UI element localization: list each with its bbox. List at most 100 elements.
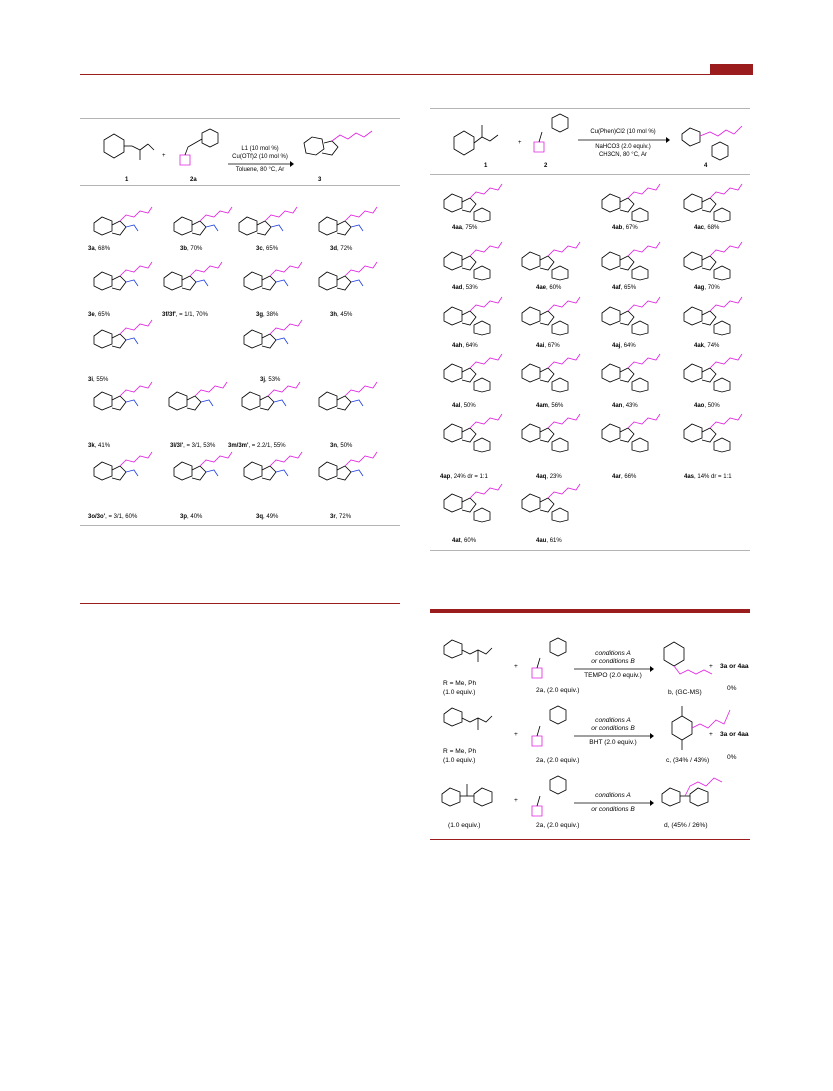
compound-id: 3f/3f' (162, 312, 176, 318)
right-compound-structure (683, 296, 743, 336)
compound-id: 3l/3l' (170, 443, 184, 449)
compound-yield: 41% (98, 443, 111, 449)
right-compound-structure (683, 183, 743, 223)
compound-id: 4aa (452, 225, 463, 231)
compound-id: 3d (330, 246, 338, 252)
left-compound-label: 3p, 40% (180, 514, 203, 520)
compound-id: 3c (256, 246, 263, 252)
right-compound-label: 4at, 60% (452, 538, 477, 544)
control-row3-substrate-equiv: (1.0 equiv.) (448, 822, 481, 829)
compound-id: 3r (330, 514, 336, 520)
compound-id: 3g (256, 312, 264, 318)
compound-id: 4ah (452, 343, 463, 349)
left-scheme-mid-rule (80, 185, 400, 186)
reagent-1-structure (103, 133, 155, 160)
right-compound-structure (443, 241, 503, 281)
compound-id: 4ap (440, 474, 451, 480)
control-row1-product (663, 641, 713, 675)
compound-id: 4ad (452, 285, 463, 291)
right-compound-structure (443, 413, 503, 453)
control-row2-additive: BHT (2.0 equiv.) (589, 739, 637, 746)
control-row1-substrate-equiv: (1.0 equiv.) (443, 689, 476, 696)
compound-id: 4aq (536, 474, 547, 480)
control-row1-plus2: + (709, 663, 713, 670)
compound-yield: 64% (623, 343, 636, 349)
control-row1-yield: 0% (727, 685, 737, 692)
right-compound-structure (521, 296, 581, 336)
header-rule-left (80, 74, 710, 75)
compound-yield: 61% (549, 538, 562, 544)
reagent-1-label: 1 (125, 177, 129, 183)
compound-id: 4ae (536, 285, 547, 291)
control-row2-substrate (443, 707, 493, 730)
left-compound-label: 3m/3m', = 2.2/1, 55% (228, 443, 286, 449)
right-compound-structure (443, 483, 503, 523)
left-compound-structure (318, 206, 378, 236)
compound-id: 3e (88, 312, 95, 318)
left-compound-structure (93, 206, 153, 236)
left-compound-structure (93, 381, 153, 411)
compound-yield: 56% (551, 403, 564, 409)
reagent-2a-label: 2a (190, 177, 197, 183)
right-compound-label: 4an, 43% (612, 403, 638, 409)
compound-id: 4ar (612, 474, 622, 480)
left-compound-label: 3i, 55% (88, 377, 109, 383)
compound-yield: 53% (465, 285, 478, 291)
left-compound-label: 3g, 38% (256, 312, 279, 318)
compound-id: 3o/3o' (88, 514, 106, 520)
right-plus-sign: + (518, 140, 522, 146)
right-compound-label: 4ab, 67% (612, 225, 638, 231)
right-reagent-2-label: 2 (544, 163, 548, 169)
plus-sign: + (162, 153, 166, 159)
control-row1-arrow (574, 666, 654, 672)
compound-yield: 60% (464, 538, 477, 544)
compound-yield: 65% (624, 285, 637, 291)
left-compound-label: 3j, 53% (260, 377, 281, 383)
compound-id: 3h (330, 312, 338, 318)
compound-yield: 67% (547, 343, 560, 349)
compound-yield: = 2.2/1, 55% (251, 443, 286, 449)
right-compound-structure (601, 183, 661, 223)
compound-id: 3a (88, 246, 95, 252)
left-compound-structure (173, 206, 233, 236)
compound-id: 4an (612, 403, 623, 409)
left-compound-label: 3e, 65% (88, 312, 111, 318)
right-compound-structure (683, 353, 743, 393)
right-compound-structure (683, 413, 743, 453)
left-conditions-line3: Toluene, 80 °C, Ar (235, 167, 285, 173)
left-compound-structure (318, 261, 378, 291)
left-compound-structure (93, 451, 153, 481)
compound-yield: 38% (266, 312, 279, 318)
product-4-structure (681, 125, 743, 161)
control-row2-plus: + (514, 731, 518, 738)
compound-yield: 50% (707, 403, 720, 409)
right-compound-label: 4ae, 60% (536, 285, 562, 291)
right-scheme-top-rule (430, 108, 750, 109)
right-compound-label: 4aa, 75% (452, 225, 478, 231)
compound-id: 4af (612, 285, 621, 291)
compound-yield: 43% (625, 403, 638, 409)
control-row2-plus2: + (709, 731, 713, 738)
compound-yield: 72% (339, 514, 352, 520)
left-compound-label: 3f/3f', = 1/1, 70% (162, 312, 208, 318)
compound-id: 3k (88, 443, 95, 449)
left-compound-structure (93, 261, 153, 291)
left-compound-structure (318, 381, 378, 411)
control-row1-product-label: b, (GC-MS) (668, 689, 702, 696)
right-compound-label: 4ap, 24% dr = 1:1 (440, 474, 488, 480)
right-compound-label: 4aq, 23% (536, 474, 562, 480)
left-compound-label: 3h, 45% (330, 312, 353, 318)
right-compound-structure (601, 296, 661, 336)
control-row2-yield: 0% (727, 754, 737, 761)
control-row3-product (661, 777, 723, 807)
left-compound-label: 3b, 70% (180, 246, 203, 252)
compound-yield: 45% (340, 312, 353, 318)
left-compound-structure (163, 261, 223, 291)
right-compound-structure (443, 353, 503, 393)
right-compound-label: 4as, 14% dr = 1:1 (684, 474, 732, 480)
compound-id: 4al (452, 403, 461, 409)
right-compound-structure (601, 413, 661, 453)
compound-yield: 70% (707, 285, 720, 291)
control-row1-oxime (531, 637, 567, 679)
compound-yield: 24% dr = 1:1 (453, 474, 488, 480)
